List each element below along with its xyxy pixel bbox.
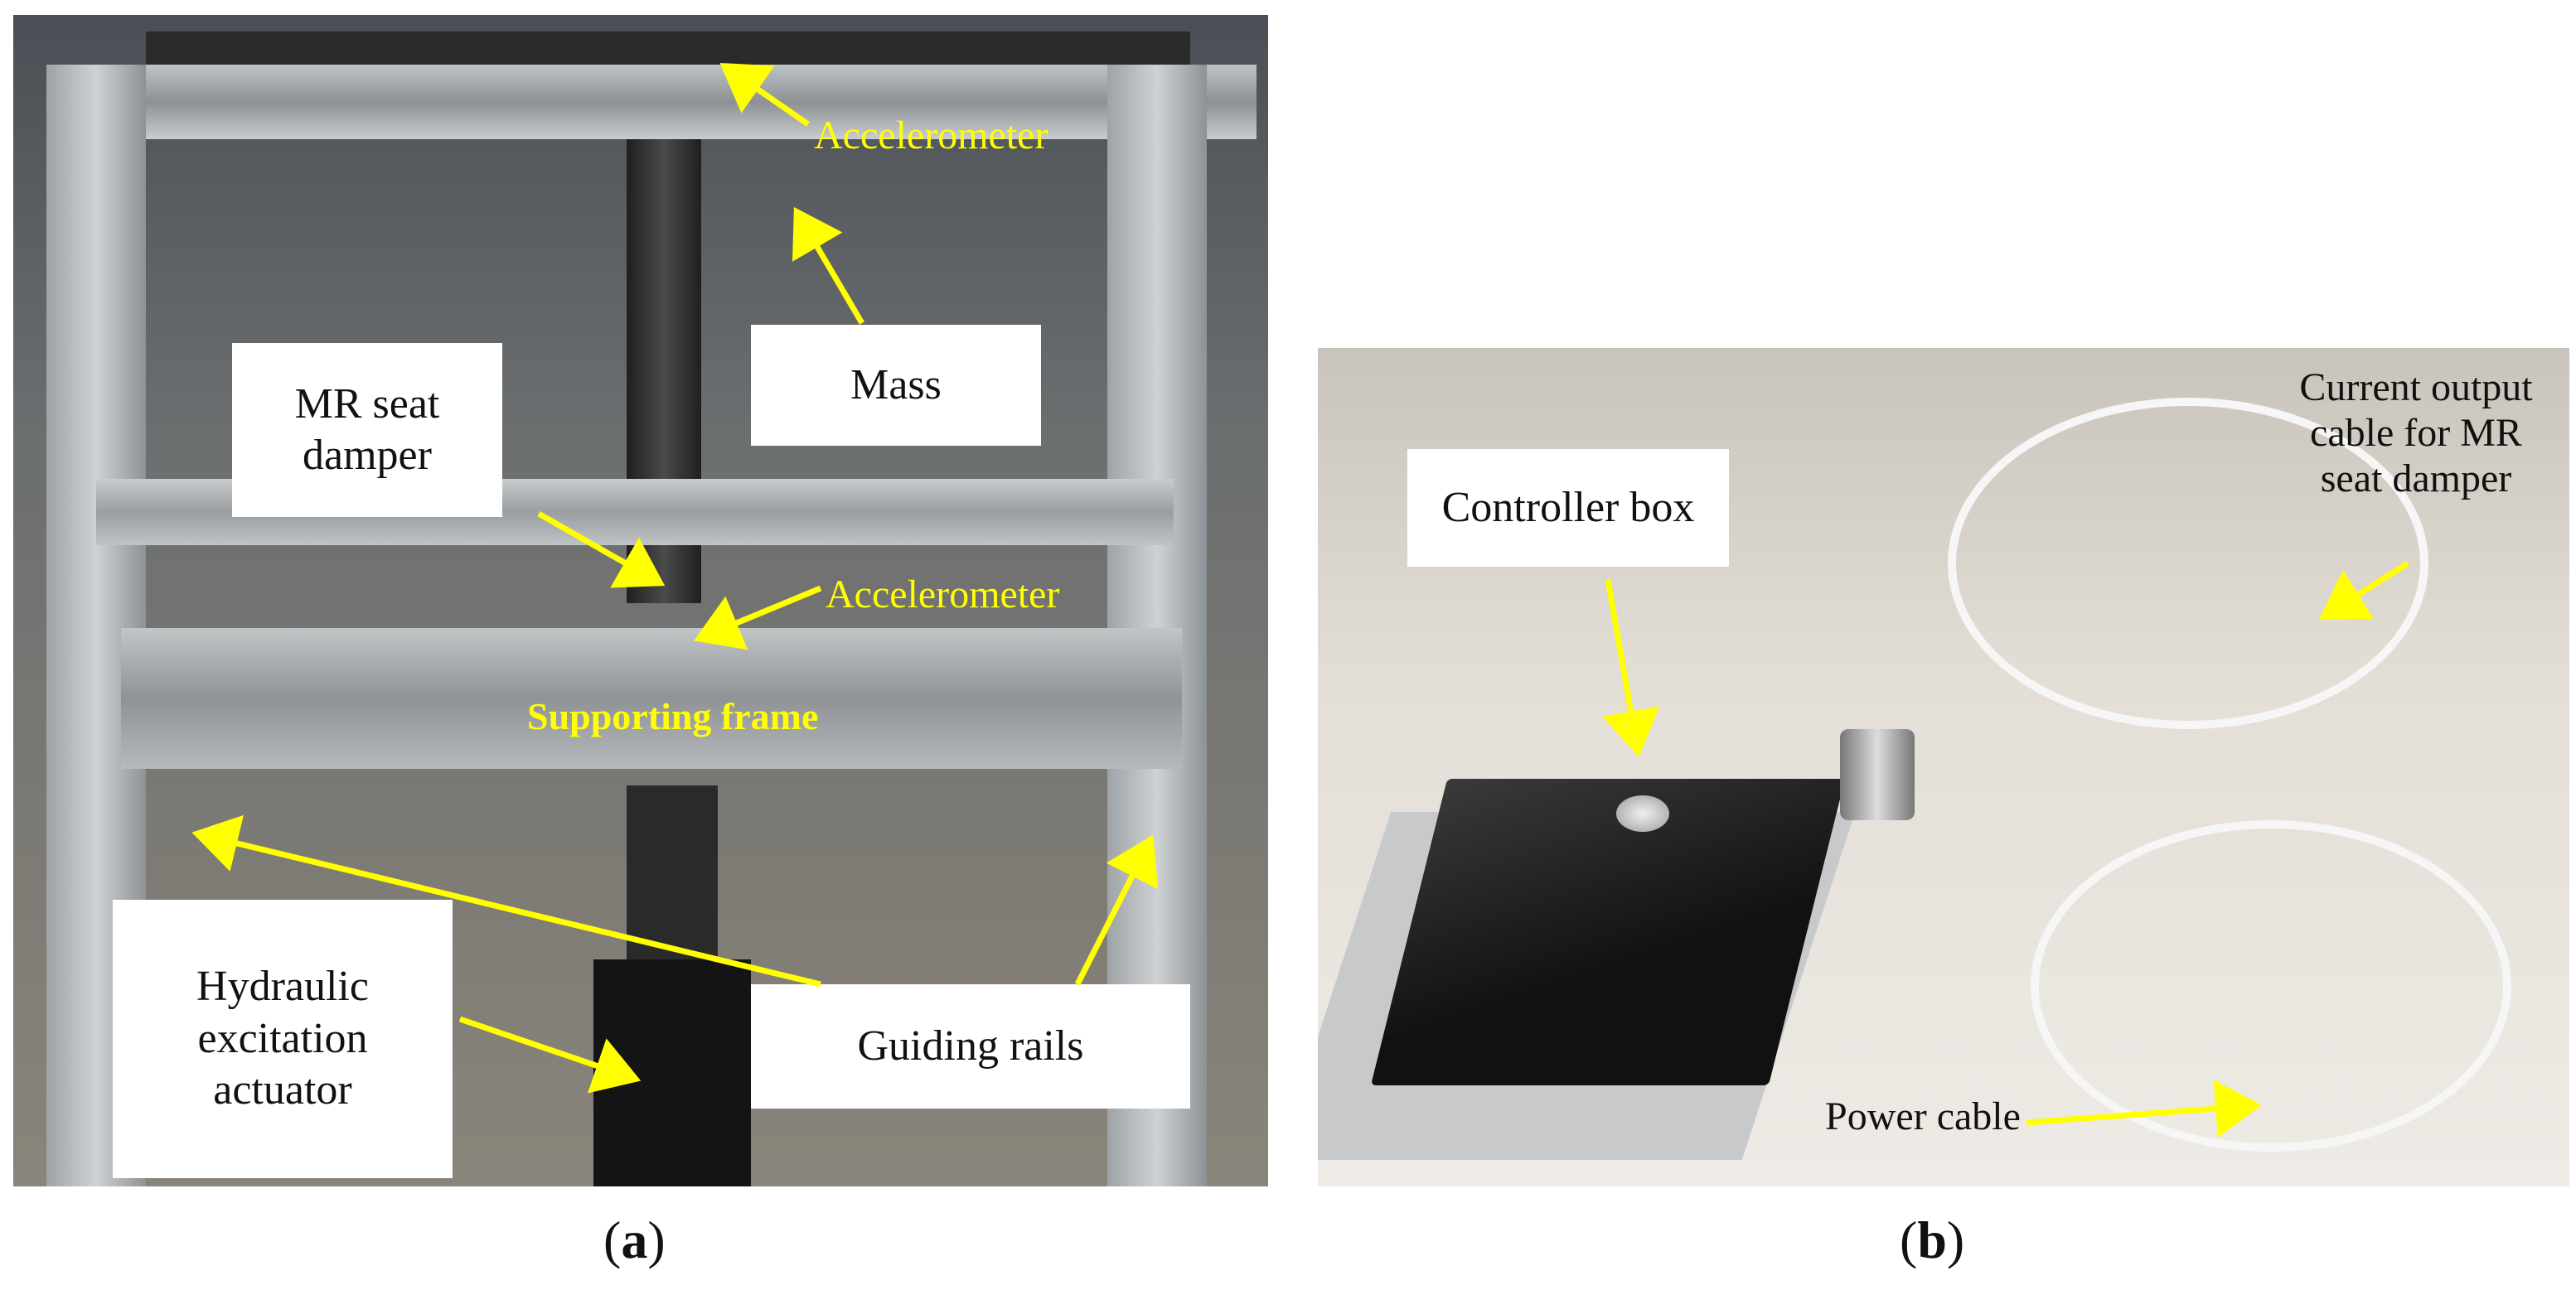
caption-a-open: (: [603, 1210, 622, 1269]
caption-a: (a): [603, 1210, 666, 1271]
caption-b: (b): [1900, 1210, 1964, 1271]
caption-a-letter: a: [621, 1210, 648, 1269]
label-accelerometer-mid: Accelerometer: [826, 573, 1060, 616]
photo-controller-box: Controller box Current output cable for …: [1318, 348, 2569, 1186]
output-cable-coil: [1948, 398, 2428, 729]
label-supporting-frame: Supporting frame: [527, 695, 819, 737]
controller-button: [1616, 795, 1669, 832]
label-current-output-cable: Current output cable for MR seat damper: [2299, 365, 2533, 501]
label-hydraulic-actuator: Hydraulic excitation actuator: [113, 900, 453, 1178]
caption-b-close: ): [1946, 1210, 1965, 1269]
cable-connector: [1840, 729, 1915, 820]
caption-b-letter: b: [1917, 1210, 1947, 1269]
photo-test-rig: Mass MR seat damper Hydraulic excitation…: [13, 15, 1268, 1186]
lower-mount: [627, 785, 718, 959]
controller-box-body: [1370, 779, 1846, 1085]
actuator-body: [593, 959, 751, 1186]
power-cable-coil: [2031, 820, 2511, 1152]
caption-b-open: (: [1900, 1210, 1918, 1269]
top-beam: [80, 65, 1257, 139]
supporting-frame-beam: [121, 628, 1182, 769]
label-guiding-rails: Guiding rails: [751, 984, 1190, 1109]
label-controller-box: Controller box: [1407, 449, 1729, 567]
label-power-cable: Power cable: [1825, 1094, 2021, 1138]
caption-a-close: ): [647, 1210, 666, 1269]
label-mass: Mass: [751, 325, 1041, 446]
label-accelerometer-top: Accelerometer: [814, 114, 1048, 157]
label-mr-seat-damper: MR seat damper: [232, 343, 502, 517]
